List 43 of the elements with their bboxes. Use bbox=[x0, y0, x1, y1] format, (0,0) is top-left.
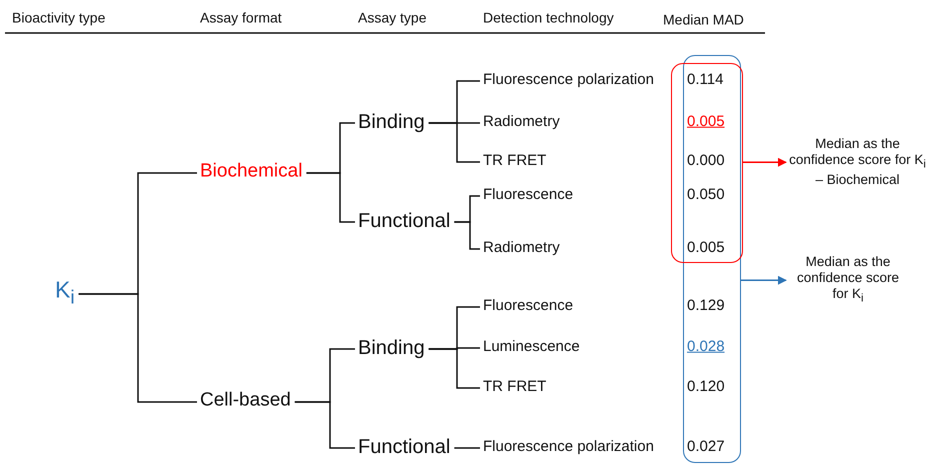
assay-type-label: Binding bbox=[358, 337, 425, 359]
assay-type-label: Functional bbox=[358, 436, 450, 458]
detection-label: TR FRET bbox=[483, 378, 546, 396]
detection-label: Fluorescence polarization bbox=[483, 72, 654, 88]
detection-label: Fluorescence bbox=[483, 298, 574, 314]
detection-label: TR FRET bbox=[483, 152, 546, 170]
value-text: 0.005 bbox=[687, 240, 725, 256]
value-text: 0.050 bbox=[687, 186, 725, 204]
assay-format-label: Cell-based bbox=[200, 390, 291, 412]
detection-label: Luminescence bbox=[483, 338, 580, 356]
value-text: 0.005 bbox=[687, 114, 725, 130]
highlight-frame bbox=[671, 63, 743, 263]
column-header: Assay type bbox=[358, 10, 426, 26]
arrow bbox=[741, 276, 787, 285]
column-header: Assay format bbox=[200, 10, 282, 26]
column-header: Median MAD bbox=[663, 12, 744, 28]
bioactivity-label: K$_{i}$ bbox=[55, 278, 75, 308]
detection-label: Fluorescence polarization bbox=[483, 438, 654, 456]
detection-label: Fluorescence bbox=[483, 186, 574, 204]
detection-label: Radiometry bbox=[483, 240, 560, 256]
column-header: Detection technology bbox=[483, 10, 614, 26]
connector-line bbox=[454, 221, 480, 250]
annotation-text: Median as the confidence score for K$_{i}$ – Biochemical bbox=[788, 136, 927, 189]
assay-type-label: Functional bbox=[358, 210, 450, 232]
connector-line bbox=[294, 401, 355, 449]
value-text: 0.027 bbox=[687, 438, 725, 456]
column-header: Bioactivity type bbox=[12, 10, 106, 26]
value-text: 0.028 bbox=[687, 338, 725, 356]
connector-line bbox=[78, 293, 197, 403]
detection-label: Radiometry bbox=[483, 114, 560, 130]
connector-line bbox=[306, 172, 355, 223]
value-text: 0.000 bbox=[687, 152, 725, 170]
annotation-text: Median as the confidence score for K$_{i}$ bbox=[788, 254, 908, 307]
arrow bbox=[743, 158, 787, 167]
connector-line bbox=[454, 447, 480, 449]
value-text: 0.129 bbox=[687, 298, 725, 314]
value-text: 0.120 bbox=[687, 378, 725, 396]
connector-line bbox=[428, 348, 480, 389]
assay-type-label: Binding bbox=[358, 111, 425, 133]
value-text: 0.114 bbox=[687, 72, 724, 88]
highlight-frame bbox=[683, 55, 741, 463]
assay-format-label: Biochemical bbox=[200, 162, 302, 182]
connector-line bbox=[428, 122, 480, 163]
